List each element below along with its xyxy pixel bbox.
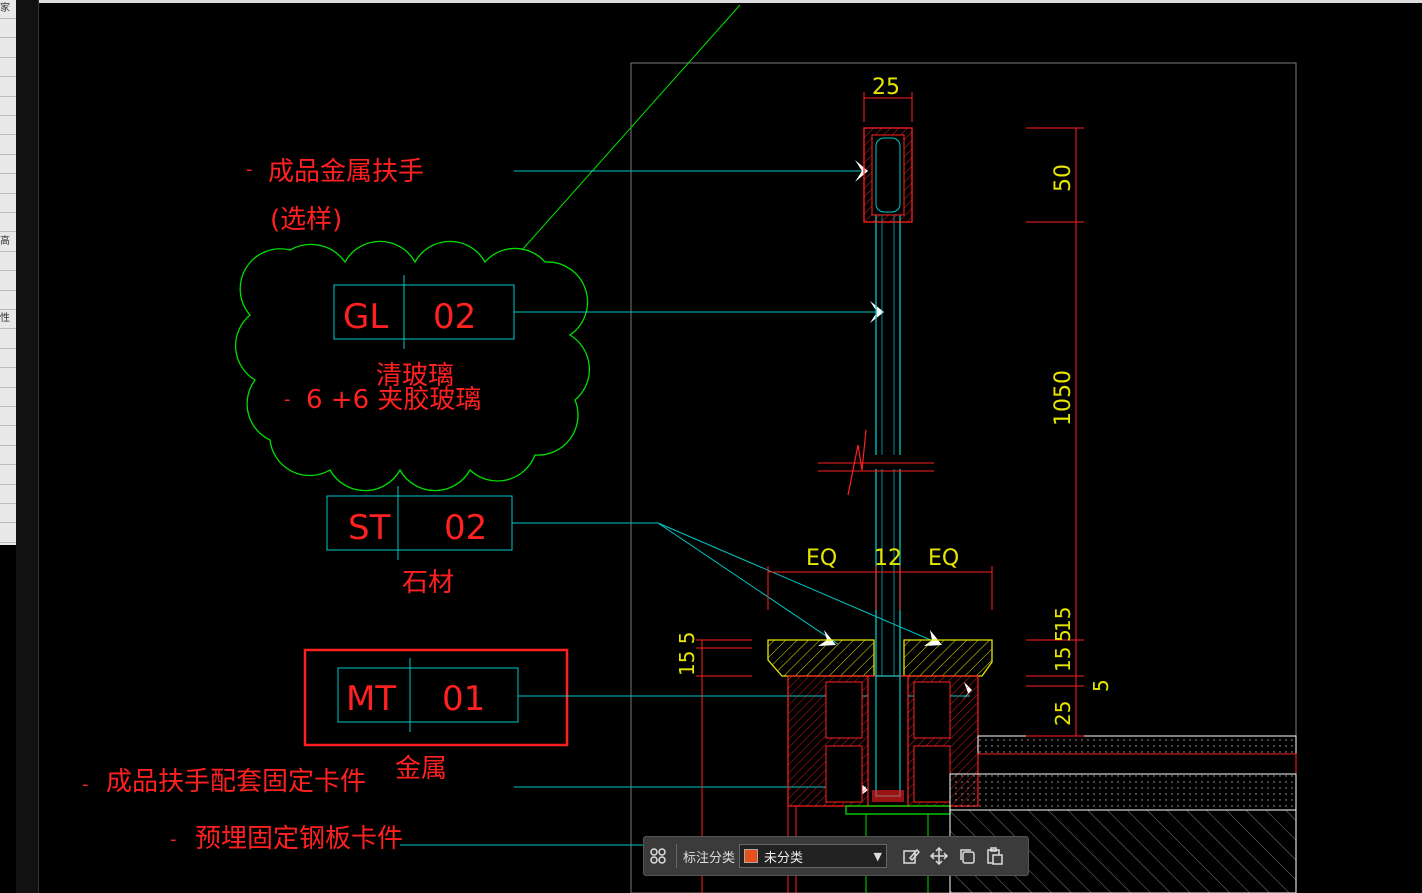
annotation-toolbar: 标注分类 未分类 ▼ (643, 836, 1029, 876)
dim-top-width: 25 (872, 75, 900, 100)
dim-right-5-a: 5 (1051, 629, 1075, 642)
label-handrail-note: (选样) (270, 205, 342, 235)
cloud-leader (521, 4, 741, 251)
label-dash-glass: - (284, 389, 291, 410)
category-selected-value: 未分类 (764, 850, 804, 866)
tag-mt[interactable]: MT 01 (337, 658, 519, 732)
panel-cell[interactable] (0, 524, 16, 543)
dim-eq-left: EQ (806, 546, 837, 571)
label-embedded-plate: 预埋固定钢板卡件 (195, 824, 403, 854)
handrail-cap (863, 127, 913, 223)
tag-st-code: ST (348, 508, 391, 548)
panel-cell[interactable] (0, 78, 16, 97)
label-dash-clip: - (82, 774, 89, 795)
vertical-strip (16, 0, 39, 893)
grid-icon[interactable] (644, 842, 672, 870)
panel-cell[interactable] (0, 136, 16, 155)
label-dash-handrail: - (246, 159, 253, 180)
tag-gl-code: GL (343, 297, 388, 337)
dim-glass-height: 1050 (1051, 370, 1076, 426)
tag-gl-num: 02 (433, 297, 476, 337)
panel-cell[interactable] (0, 252, 16, 272)
panel-cell[interactable] (0, 349, 16, 369)
dim-right-25: 25 (1051, 701, 1075, 726)
panel-cell[interactable] (0, 388, 16, 407)
tag-st[interactable]: ST 02 (326, 486, 513, 560)
move-icon[interactable] (925, 842, 953, 870)
panel-cell[interactable] (0, 330, 16, 349)
dim-right-5-b: 5 (1089, 679, 1113, 692)
panel-cell[interactable] (0, 155, 16, 175)
dim-eq-right: EQ (928, 546, 959, 571)
panel-cell[interactable] (0, 485, 16, 504)
revision-cloud (234, 240, 591, 492)
label-fixing-clip: 成品扶手配套固定卡件 (106, 767, 366, 797)
copy-icon[interactable] (953, 842, 981, 870)
category-label: 标注分类 (683, 850, 736, 866)
dim-right-15-b: 15 (1051, 607, 1075, 632)
label-dash-plate: - (170, 829, 177, 850)
panel-cell[interactable] (0, 194, 16, 213)
label-stone-name: 石材 (402, 568, 454, 598)
panel-cell[interactable] (0, 39, 16, 58)
tag-mt-num: 01 (442, 679, 485, 719)
panel-cell[interactable] (0, 116, 16, 136)
toolbar-separator (676, 844, 677, 868)
panel-cell[interactable]: 高 (0, 233, 16, 252)
panel-cell[interactable] (0, 291, 16, 310)
panel-cell[interactable] (0, 427, 16, 446)
top-bar (0, 0, 1422, 3)
panel-cell[interactable] (0, 213, 16, 233)
category-color-swatch (744, 849, 759, 863)
edit-icon[interactable] (897, 842, 925, 870)
panel-cell[interactable] (0, 97, 16, 116)
panel-cell[interactable]: 家 (0, 0, 16, 19)
tag-mt-code: MT (346, 679, 396, 719)
panel-cell[interactable]: 性 (0, 310, 16, 330)
label-glass-desc: 6 +6 夹胶玻璃 (306, 385, 481, 415)
tag-gl[interactable]: GL 02 (333, 275, 515, 349)
dim-handrail-height: 50 (1051, 164, 1076, 192)
leader-lines (400, 170, 970, 846)
label-glass-name: 清玻璃 (376, 361, 454, 391)
chevron-down-icon: ▼ (873, 849, 883, 863)
properties-panel[interactable]: 家高性 (0, 0, 17, 545)
dim-left-15-5: 15 5 (675, 631, 699, 676)
selection-highlight (303, 648, 569, 747)
panel-cell[interactable] (0, 466, 16, 485)
panel-cell[interactable] (0, 407, 16, 427)
panel-cell[interactable] (0, 19, 16, 39)
panel-cell[interactable] (0, 272, 16, 291)
dim-gap: 12 (874, 546, 902, 571)
panel-cell[interactable] (0, 504, 16, 524)
paste-icon[interactable] (981, 842, 1009, 870)
drawing-frame (630, 62, 1297, 893)
label-handrail: 成品金属扶手 (268, 157, 424, 187)
panel-cell[interactable] (0, 446, 16, 466)
category-select[interactable]: 未分类 ▼ (739, 844, 888, 868)
panel-cell[interactable] (0, 175, 16, 194)
metal-channel (787, 675, 979, 893)
dim-right-15: 15 (1051, 647, 1075, 672)
stone-caps (767, 639, 993, 677)
panel-cell[interactable] (0, 58, 16, 78)
label-metal-name: 金属 (395, 754, 447, 784)
panel-cell[interactable] (0, 369, 16, 388)
tag-st-num: 02 (444, 508, 487, 548)
